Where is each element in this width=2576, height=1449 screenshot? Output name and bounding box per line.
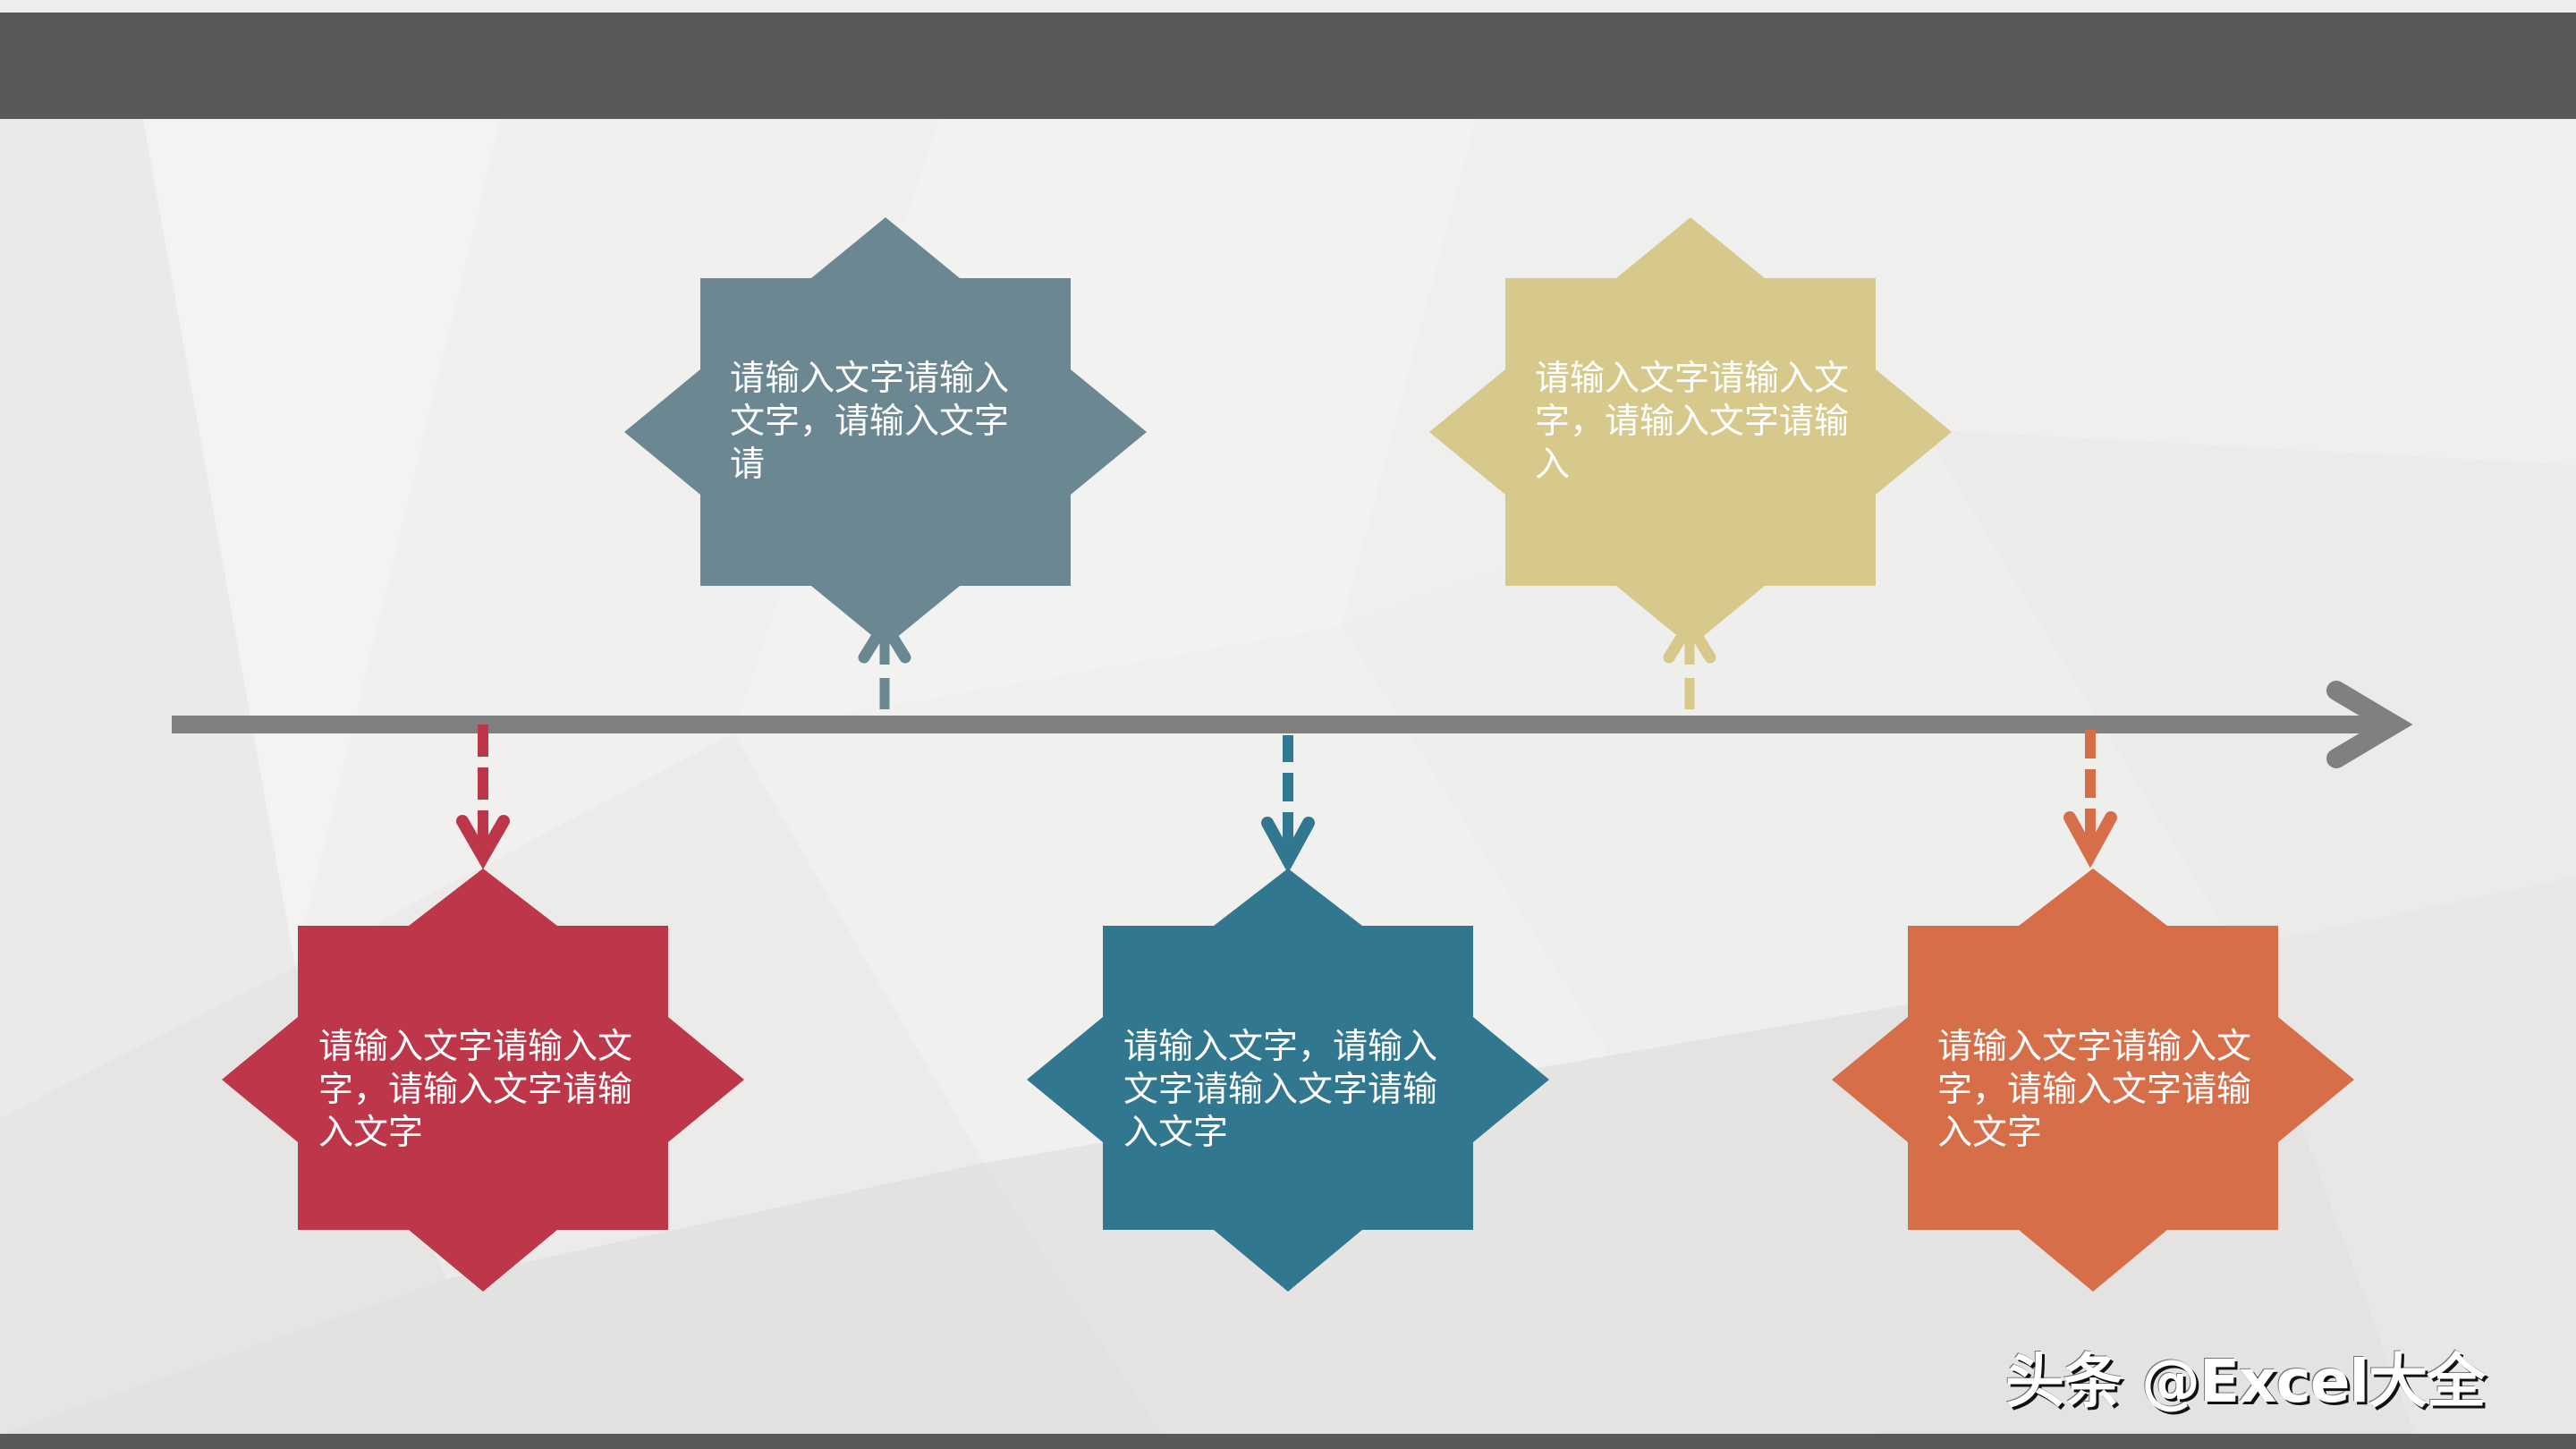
timeline-node-1[interactable] [624,217,1147,709]
node-text-line: 入文字 [1937,1113,2043,1153]
node-text-line: 请输入文字请输入文 [1535,359,1850,399]
node-4-text[interactable]: 请输入文字，请输入 文字请输入文字请输 入文字 [1123,1026,1456,1155]
watermark: 头条 @Excel大全 [2005,1347,2486,1416]
node-text-line: 文字，请输入文字 [730,402,1010,442]
arrow-down-icon [2063,730,2117,869]
node-text-line: 请输入文字，请输入 [1123,1027,1438,1067]
star-shape [1429,217,1952,647]
timeline-node-4[interactable] [1027,735,1549,1292]
arrow-down-icon [1261,735,1315,874]
node-text-line: 请输入文字请输入文 [1937,1027,2252,1067]
timeline-axis [172,681,2413,768]
node-1-text[interactable]: 请输入文字请输入 文字，请输入文字 请 [730,358,1063,487]
node-text-line: 文字请输入文字请输 [1123,1070,1438,1110]
footer-bar [0,1434,2576,1449]
node-text-line: 入文字 [318,1113,424,1153]
node-text-line: 字，请输入文字请输 [1535,402,1850,442]
arrow-down-icon [456,724,510,870]
node-text-line: 字，请输入文字请输 [318,1070,633,1110]
node-2-text[interactable]: 请输入文字请输入文 字，请输入文字请输 入 [1535,358,1868,487]
star-shape [1832,869,2354,1292]
star-shape [222,869,744,1292]
node-5-text[interactable]: 请输入文字请输入文 字，请输入文字请输 入文字 [1937,1026,2270,1155]
star-shape [1027,869,1549,1292]
title-bar [0,13,2576,119]
right-arrow-icon [2326,681,2413,768]
node-text-line: 请输入文字请输入 [730,359,1010,399]
node-text-line: 请 [730,445,766,485]
node-text-line: 入 [1535,445,1571,485]
timeline-node-3[interactable] [222,724,744,1292]
node-3-text[interactable]: 请输入文字请输入文 字，请输入文字请输 入文字 [318,1026,651,1155]
node-text-line: 字，请输入文字请输 [1937,1070,2252,1110]
node-text-line: 请输入文字请输入文 [318,1027,633,1067]
timeline-node-5[interactable] [1832,730,2354,1292]
node-text-line: 入文字 [1123,1113,1229,1153]
timeline-node-2[interactable] [1429,217,1952,709]
star-shape [624,217,1147,647]
